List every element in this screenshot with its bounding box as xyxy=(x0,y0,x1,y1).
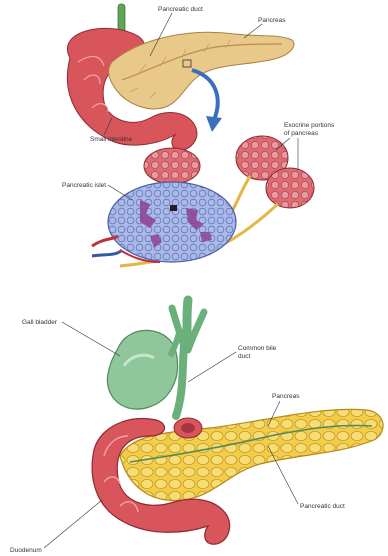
pancreatic-islet-shape xyxy=(108,182,236,262)
digestive-anatomy-illustration: Gall bladder Common bile duct Pancreas P… xyxy=(0,286,388,556)
label-common-bile-line1: Common bile xyxy=(238,345,277,352)
pancreas-overview-panel: Pancreatic duct Pancreas Small intestine… xyxy=(0,0,388,282)
islet-marker xyxy=(170,205,177,211)
label-gall-bladder: Gall bladder xyxy=(22,319,58,326)
label-pancreatic-duct-bottom: Pancreatic duct xyxy=(300,503,345,510)
label-exocrine-line1: Exocrine portions xyxy=(284,122,335,129)
gall-bladder-shape xyxy=(107,330,177,409)
label-small-intestine: Small intestine xyxy=(90,136,133,143)
pancreas-overview-illustration: Pancreatic duct Pancreas Small intestine… xyxy=(0,0,388,282)
label-common-bile-line2: duct xyxy=(238,353,250,360)
exocrine-lobule-1 xyxy=(144,148,200,184)
label-pancreatic-islet: Pancreatic islet xyxy=(62,182,106,189)
label-duodenum: Duodenum xyxy=(10,547,42,554)
label-pancreas-bottom: Pancreas xyxy=(272,393,300,400)
label-exocrine-line2: of pancreas xyxy=(284,130,319,137)
label-pancreas-top: Pancreas xyxy=(258,17,286,24)
label-pancreatic-duct-top: Pancreatic duct xyxy=(158,6,203,13)
exocrine-lobule-3 xyxy=(266,168,314,208)
digestive-anatomy-panel: Gall bladder Common bile duct Pancreas P… xyxy=(0,286,388,556)
